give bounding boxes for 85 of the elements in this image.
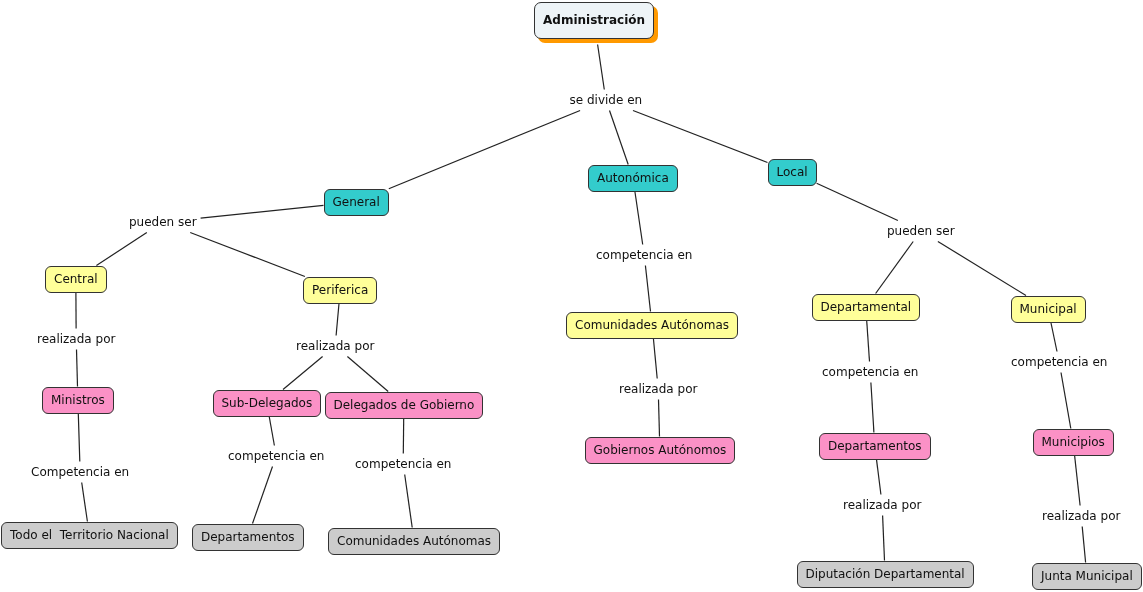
concept-box bbox=[1, 521, 178, 549]
linking-phrase: realizada por bbox=[842, 497, 923, 513]
connector-line bbox=[402, 417, 405, 455]
concept-box bbox=[796, 560, 974, 588]
concept-label: General bbox=[332, 194, 380, 210]
connector-line bbox=[346, 355, 389, 393]
concept-box bbox=[767, 158, 817, 186]
concept-box bbox=[324, 391, 484, 419]
connector-line bbox=[81, 481, 88, 523]
concept-label: Administración bbox=[543, 12, 646, 28]
concept-label: Comunidades Autónomas bbox=[337, 533, 492, 549]
linking-phrase: competencia en bbox=[354, 456, 453, 472]
concept-box bbox=[566, 311, 739, 339]
concept-label: Departamentos bbox=[201, 529, 295, 545]
linking-phrase: realizada por bbox=[618, 381, 699, 397]
connector-line bbox=[251, 465, 274, 525]
concept-label: Comunidades Autónomas bbox=[575, 317, 730, 333]
concept-label: Autonómica bbox=[597, 170, 669, 186]
linking-phrase: competencia en bbox=[1010, 354, 1109, 370]
concept-box bbox=[584, 436, 736, 464]
concept-box bbox=[1010, 295, 1086, 323]
connector-line bbox=[1074, 454, 1081, 507]
connector-line bbox=[816, 182, 899, 222]
linking-phrase: realizada por bbox=[1041, 508, 1122, 524]
concept-box bbox=[1032, 562, 1142, 590]
linking-phrase: se divide en bbox=[568, 92, 644, 108]
concept-box bbox=[323, 188, 389, 216]
concept-box bbox=[588, 164, 678, 192]
concept-box bbox=[192, 523, 304, 551]
connector-line bbox=[335, 302, 340, 337]
connector-line bbox=[1060, 371, 1072, 430]
connector-line bbox=[937, 240, 1027, 297]
concept-label: Departamentos bbox=[828, 438, 922, 454]
concept-box bbox=[1032, 428, 1114, 456]
connector-line bbox=[75, 291, 77, 330]
connector-line bbox=[866, 319, 871, 363]
connector-line bbox=[608, 109, 629, 166]
connector-line bbox=[875, 240, 914, 295]
concept-box bbox=[811, 293, 921, 321]
concept-label: Municipal bbox=[1019, 301, 1077, 317]
connector-line bbox=[634, 190, 644, 246]
concept-box bbox=[328, 527, 501, 555]
linking-phrase: pueden ser bbox=[128, 214, 198, 230]
linking-phrase: realizada por bbox=[36, 331, 117, 347]
concept-label: Departamental bbox=[820, 299, 912, 315]
concept-label: Junta Municipal bbox=[1041, 568, 1133, 584]
connector-line bbox=[1050, 321, 1058, 353]
connector-line bbox=[95, 231, 148, 267]
connector-line bbox=[1081, 525, 1087, 564]
linking-phrase: realizada por bbox=[295, 338, 376, 354]
linking-phrase: competencia en bbox=[821, 364, 920, 380]
connector-line bbox=[200, 204, 325, 219]
concept-box bbox=[819, 432, 931, 460]
concept-label: Todo el Territorio Nacional bbox=[10, 527, 169, 543]
concept-label: Delegados de Gobierno bbox=[333, 397, 475, 413]
concept-box bbox=[212, 389, 322, 417]
concept-label: Ministros bbox=[51, 392, 105, 408]
connector-line bbox=[657, 398, 661, 438]
connector-line bbox=[870, 381, 875, 434]
connector-line bbox=[652, 337, 658, 380]
connector-line bbox=[75, 348, 79, 388]
connector-line bbox=[882, 514, 886, 562]
linking-phrase: Competencia en bbox=[30, 464, 131, 480]
concept-label: Diputación Departamental bbox=[805, 566, 965, 582]
concept-label: Sub-Delegados bbox=[221, 395, 313, 411]
connector-line bbox=[268, 415, 275, 447]
connector-line bbox=[388, 109, 581, 190]
connector-line bbox=[282, 355, 324, 391]
connector-line bbox=[632, 109, 769, 164]
connector-line bbox=[189, 231, 306, 278]
linking-phrase: competencia en bbox=[595, 247, 694, 263]
connector-line bbox=[404, 473, 413, 529]
concept-label: Municipios bbox=[1041, 434, 1105, 450]
connector-line bbox=[644, 264, 652, 313]
concept-label: Gobiernos Autónomos bbox=[593, 442, 727, 458]
concept-label: Central bbox=[54, 271, 98, 287]
concept-box bbox=[42, 386, 114, 414]
concept-label: Local bbox=[776, 164, 808, 180]
connector-line bbox=[77, 412, 81, 463]
concept-box bbox=[45, 265, 107, 293]
connector-line bbox=[875, 458, 882, 496]
linking-phrase: competencia en bbox=[227, 448, 326, 464]
concept-box bbox=[303, 276, 378, 304]
linking-phrase: pueden ser bbox=[886, 223, 956, 239]
concept-label: Periferica bbox=[312, 282, 369, 298]
